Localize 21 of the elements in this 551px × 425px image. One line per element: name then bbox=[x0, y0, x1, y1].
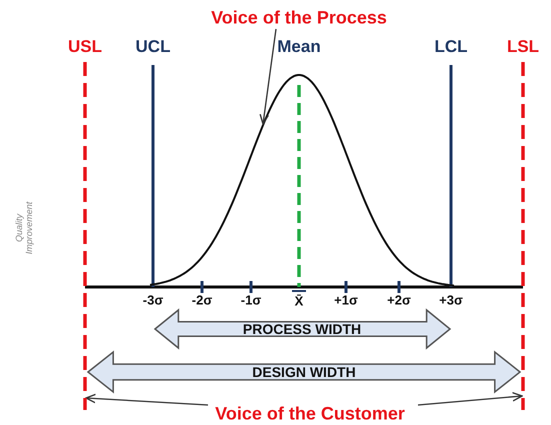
tick-label: -3σ bbox=[142, 292, 164, 308]
callout-text: Voice of the Customer bbox=[215, 404, 405, 424]
leader-line bbox=[259, 28, 277, 125]
limit-label: Mean bbox=[277, 37, 321, 57]
tick-label: -1σ bbox=[240, 292, 262, 308]
limit-label: LSL bbox=[506, 37, 540, 57]
limit-label: LCL bbox=[434, 37, 468, 57]
width-label: DESIGN WIDTH bbox=[252, 364, 356, 380]
tick-label: +3σ bbox=[439, 292, 463, 308]
axis-label: Quality Improvement bbox=[14, 200, 34, 256]
leader-line bbox=[418, 392, 523, 406]
bell-curve bbox=[150, 74, 454, 287]
limit-label: USL bbox=[68, 37, 102, 57]
limit-label: UCL bbox=[136, 37, 170, 57]
width-label: PROCESS WIDTH bbox=[242, 321, 362, 337]
tick-label: -2σ bbox=[192, 292, 212, 308]
tick-label: +1σ bbox=[334, 292, 358, 308]
callout-text: Voice of the Process bbox=[211, 8, 387, 28]
tick-label: +2σ bbox=[387, 292, 411, 308]
leader-line bbox=[85, 394, 208, 406]
tick-label: X̄ bbox=[294, 294, 304, 308]
